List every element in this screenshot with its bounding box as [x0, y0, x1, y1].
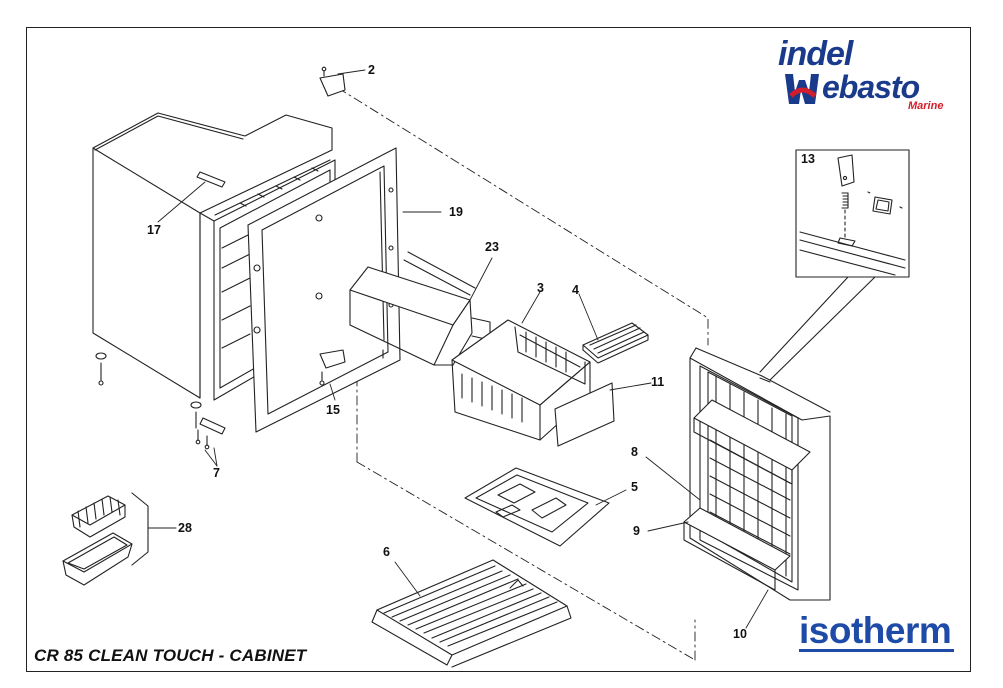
wire-shelf-6: [371, 559, 572, 668]
door-assembly: [683, 347, 831, 601]
hinge-top-2: [319, 66, 346, 97]
callout-19: 19: [449, 205, 463, 219]
marine-logo-text: Marine: [908, 100, 944, 112]
hinge-bottom-15: [319, 349, 346, 386]
callout-8: 8: [631, 445, 638, 459]
callout-3: 3: [537, 281, 544, 295]
isotherm-underline: [799, 649, 954, 652]
callout-5: 5: [631, 480, 638, 494]
callout-17: 17: [147, 223, 161, 237]
callout-9: 9: [633, 524, 640, 538]
callout-4: 4: [572, 283, 579, 297]
ice-tray-4: [582, 322, 649, 364]
callout-2: 2: [368, 63, 375, 77]
callout-15: 15: [326, 403, 340, 417]
webasto-w-mark-icon: [785, 74, 819, 104]
front-frame-19: [247, 147, 401, 433]
cabinet-body: [92, 112, 336, 429]
accessories-28: [62, 492, 149, 586]
callout-7: 7: [213, 466, 220, 480]
callout-leaders: [147, 69, 769, 629]
detail-inset-13: [759, 149, 910, 381]
callout-13: 13: [801, 152, 815, 166]
freezer-compartment-3: [451, 319, 591, 441]
flap-panel-11: [554, 382, 615, 447]
foot-bracket-7: [195, 417, 226, 450]
webasto-logo-text: ebasto: [822, 69, 920, 105]
diagram-title: CR 85 CLEAN TOUCH - CABINET: [34, 646, 307, 665]
isotherm-logo: isotherm: [799, 610, 952, 651]
callout-10: 10: [733, 627, 747, 641]
callout-23: 23: [485, 240, 499, 254]
drip-tray-5: [464, 467, 610, 547]
callout-28: 28: [178, 521, 192, 535]
callout-11: 11: [651, 375, 665, 389]
diagram-border-frame: [26, 27, 971, 672]
indel-logo-text: indel: [778, 35, 853, 73]
callout-6: 6: [383, 545, 390, 559]
